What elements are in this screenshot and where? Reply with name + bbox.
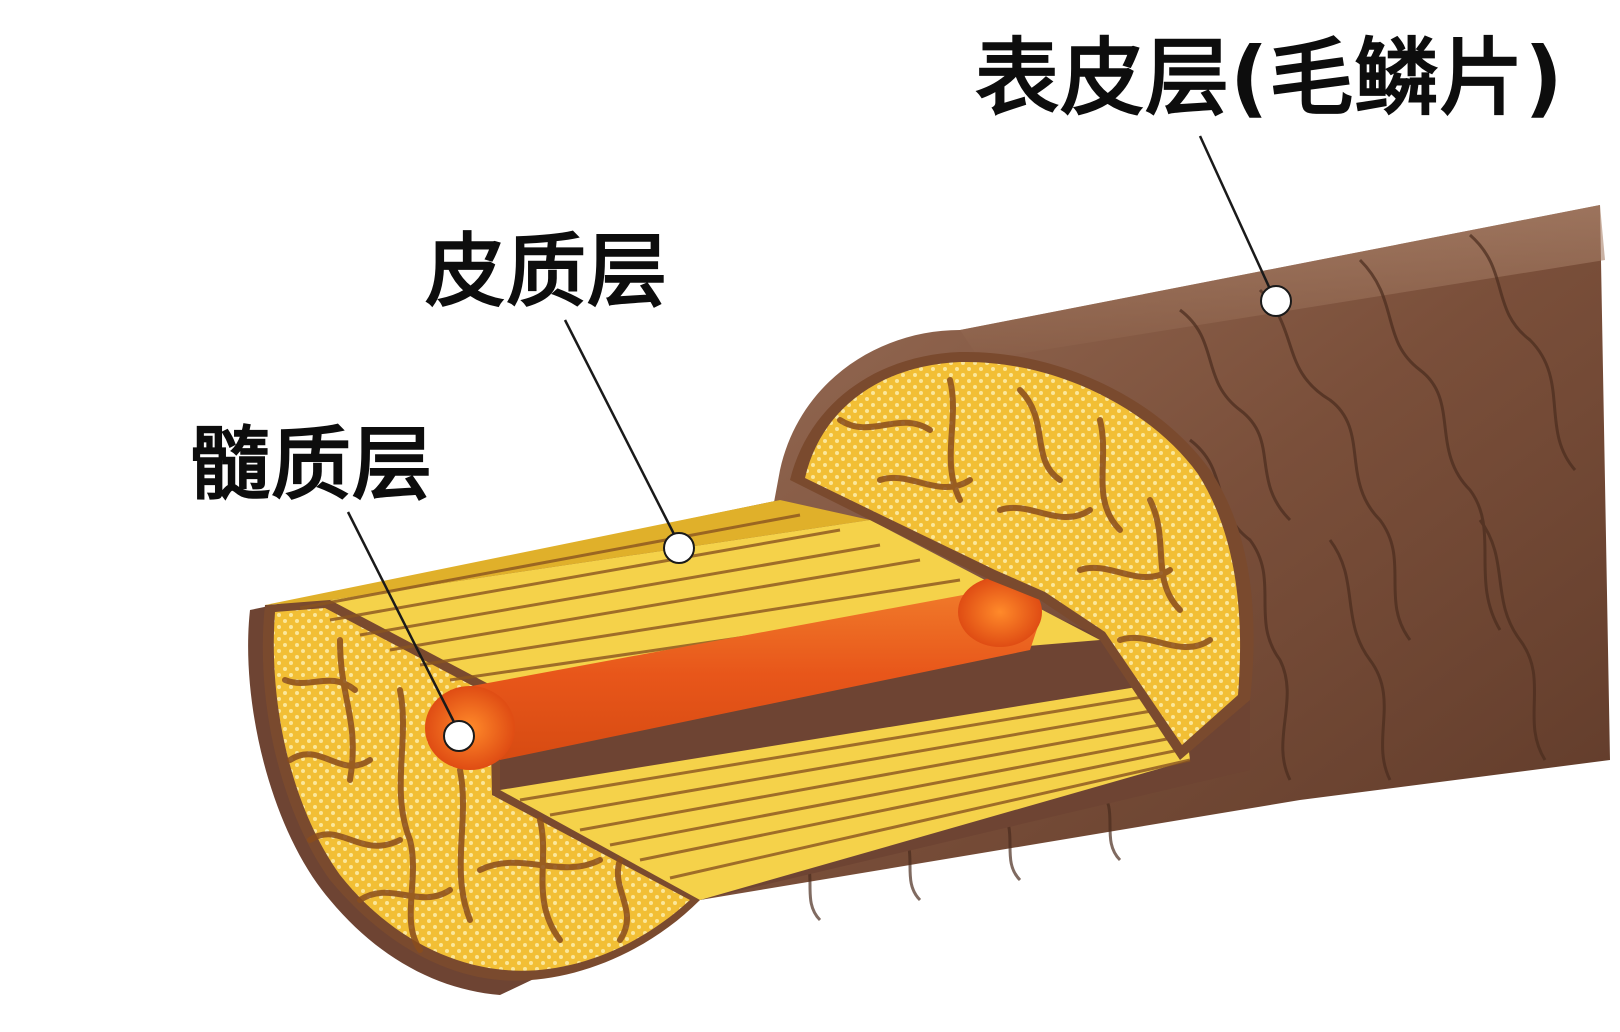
medulla-label: 髓质层	[190, 418, 433, 511]
medulla-leader	[346, 511, 475, 752]
cuticle-label: 表皮层(毛鳞片)	[975, 29, 1564, 127]
cortex-label: 皮质层	[425, 225, 668, 318]
cuticle-scale-lines	[798, 233, 1577, 922]
cortex-fibers	[265, 500, 1191, 900]
cortex-leader	[563, 319, 695, 564]
near-cross-section	[262, 600, 700, 981]
far-cross-section	[790, 351, 1254, 760]
cuticle-leader	[1198, 135, 1292, 317]
